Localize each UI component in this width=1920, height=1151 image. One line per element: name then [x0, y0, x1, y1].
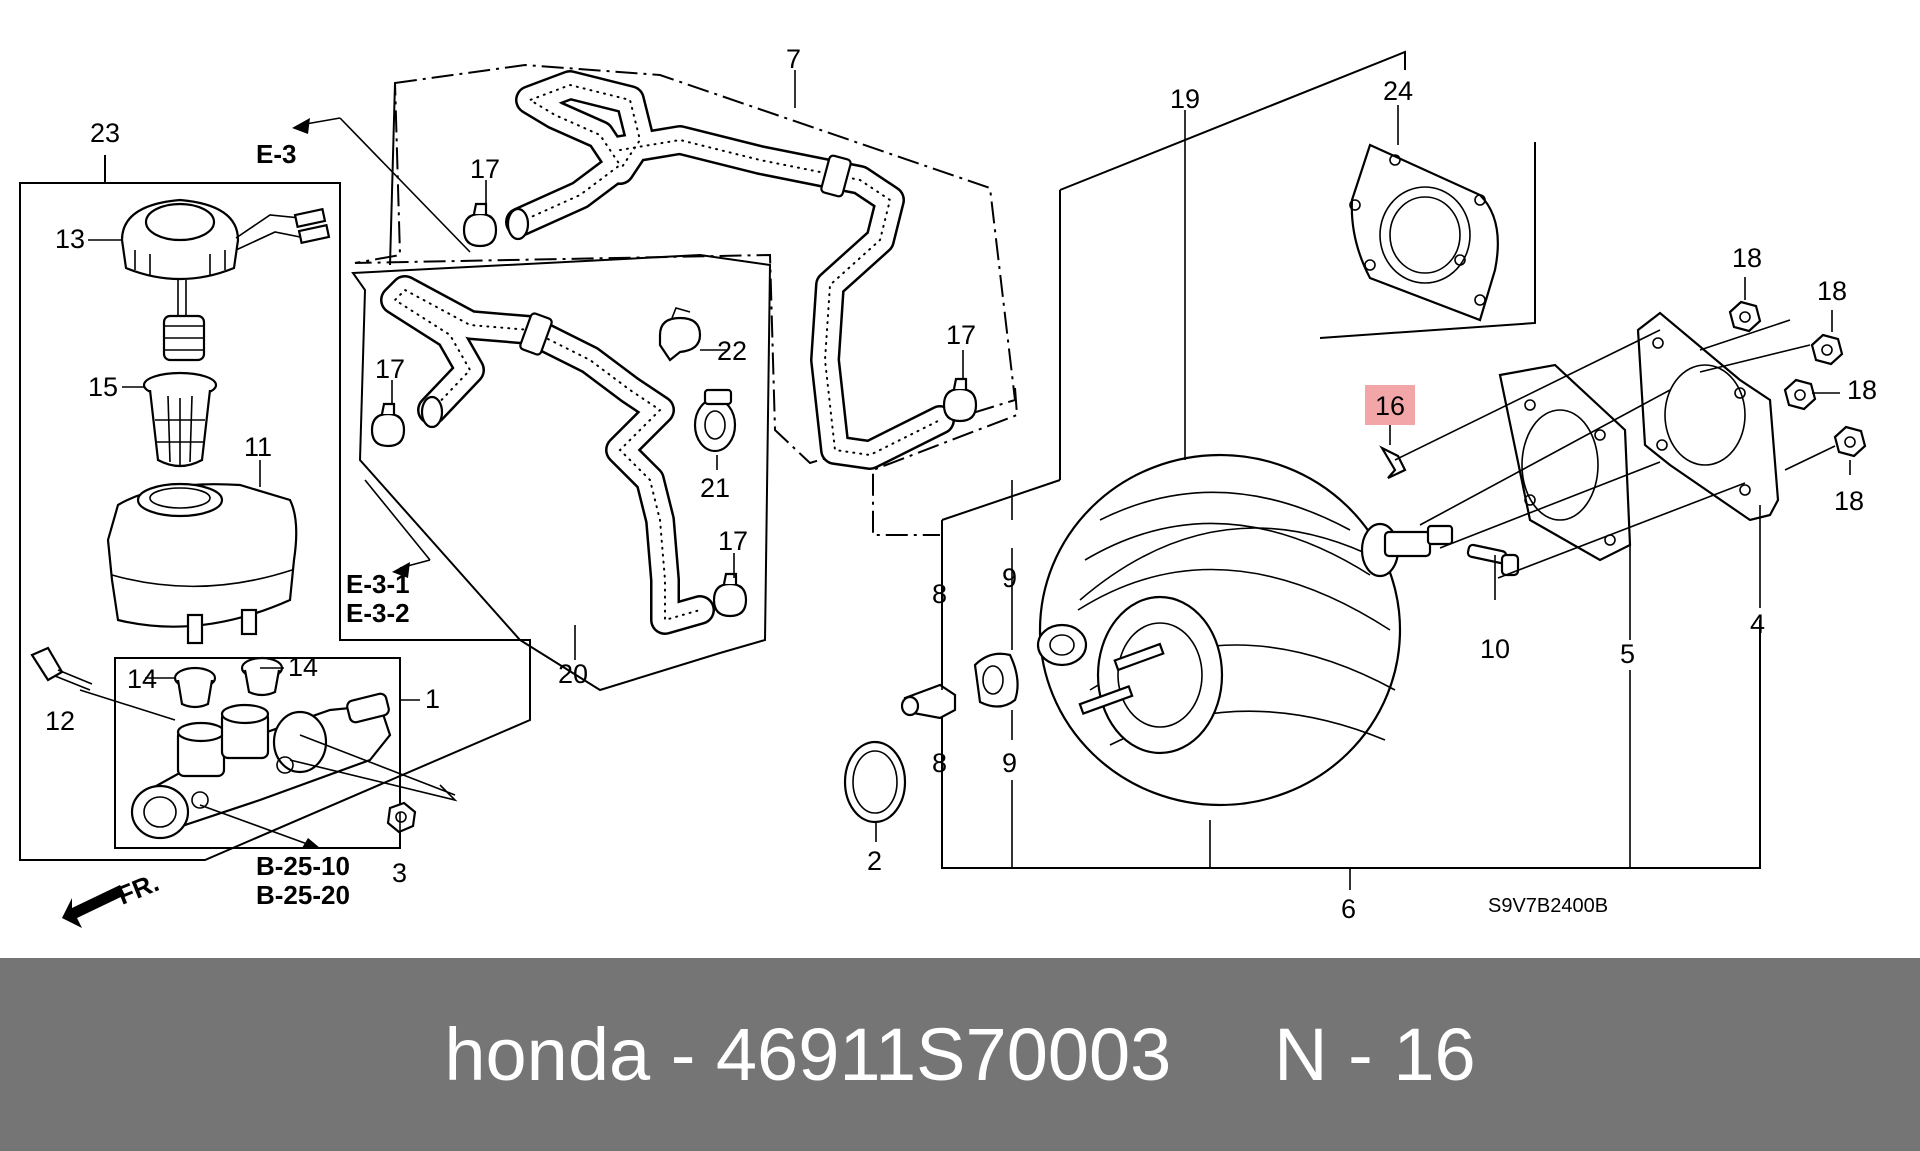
nut — [386, 801, 417, 834]
label-2: 2 — [867, 846, 882, 876]
label-17b: 17 — [946, 320, 976, 350]
label-12: 12 — [45, 706, 75, 736]
label-13: 13 — [55, 224, 85, 254]
label-14b: 14 — [288, 652, 318, 682]
label-3: 3 — [392, 858, 407, 888]
label-8a: 8 — [932, 579, 947, 609]
check-valve — [900, 683, 957, 720]
b25-arrow — [199, 804, 320, 848]
label-8b: 8 — [932, 748, 947, 778]
clamp-21 — [693, 388, 737, 453]
reservoir-tank — [106, 482, 298, 645]
leaders-right — [875, 105, 1851, 890]
label-19: 19 — [1170, 84, 1200, 114]
part-caption-bar: honda - 46911S70003 N - 16 — [0, 958, 1920, 1151]
label-16: 16 — [1375, 391, 1405, 421]
label-14a: 14 — [127, 664, 157, 694]
highlight-16 — [1365, 385, 1415, 425]
gasket-24-frame — [1319, 142, 1536, 339]
label-15: 15 — [88, 372, 118, 402]
master-cylinder — [130, 692, 392, 840]
clevis-pin — [1466, 543, 1520, 577]
label-4: 4 — [1750, 609, 1765, 639]
label-17d: 17 — [718, 526, 748, 556]
label-22: 22 — [717, 336, 747, 366]
reservoir-float — [162, 314, 206, 362]
ref-e3-1: E-3-1 — [346, 569, 410, 599]
hose-upper — [505, 70, 955, 470]
label-18d: 18 — [1834, 486, 1864, 516]
front-arrow-label: FR. — [113, 867, 163, 911]
reference-labels: E-3 E-3-1 E-3-2 B-25-10 B-25-20 S9V7B240… — [256, 139, 1608, 917]
leaders-center — [391, 70, 964, 660]
label-7: 7 — [786, 44, 801, 74]
label-9b: 9 — [1002, 748, 1017, 778]
hose-group-frame — [351, 63, 1017, 692]
bleeder-screw — [30, 646, 93, 691]
ref-e3: E-3 — [256, 139, 296, 169]
drawing-code: S9V7B2400B — [1488, 895, 1608, 917]
booster-plate — [1636, 311, 1780, 522]
booster-nuts — [1728, 300, 1867, 458]
ref-e3-2: E-3-2 — [346, 598, 410, 628]
reservoir-group-frame — [19, 155, 531, 861]
label-6: 6 — [1341, 894, 1356, 924]
label-21: 21 — [700, 473, 730, 503]
part-caption: honda - 46911S70003 N - 16 — [444, 1013, 1476, 1096]
label-17c: 17 — [375, 354, 405, 384]
leaders-left — [79, 239, 458, 845]
label-9a: 9 — [1002, 563, 1017, 593]
clevis-clip — [1379, 445, 1407, 479]
reservoir-strainer — [142, 371, 218, 468]
reservoir-cap — [120, 198, 331, 318]
valve-grommet — [973, 652, 1019, 708]
label-5: 5 — [1620, 639, 1635, 669]
label-1: 1 — [425, 684, 440, 714]
label-11: 11 — [244, 432, 272, 462]
e3-arrows — [292, 117, 471, 578]
label-23: 23 — [90, 118, 120, 148]
label-20: 20 — [558, 659, 588, 689]
booster-seal — [843, 740, 907, 824]
label-17a: 17 — [470, 154, 500, 184]
label-24: 24 — [1383, 76, 1413, 106]
gasket-5 — [1498, 363, 1632, 562]
brake-booster — [1036, 453, 1454, 807]
hose-clamps — [370, 202, 978, 618]
hose-lower — [380, 275, 715, 635]
master-cylinder-frame — [114, 657, 401, 849]
parts-diagram: FR. 23 13 15 11 14 14 1 12 3 7 17 17 17 … — [19, 44, 1877, 928]
part-labels: 23 13 15 11 14 14 1 12 3 7 17 17 17 17 2… — [45, 44, 1877, 924]
hose-bracket — [872, 387, 1019, 536]
label-10: 10 — [1480, 634, 1510, 664]
label-18a: 18 — [1732, 243, 1762, 273]
gasket-24 — [1349, 143, 1499, 322]
label-18b: 18 — [1817, 276, 1847, 306]
ref-b25-20: B-25-20 — [256, 880, 350, 910]
reservoir-grommets — [173, 656, 284, 709]
ref-b25-10: B-25-10 — [256, 851, 350, 881]
label-18c: 18 — [1847, 375, 1877, 405]
clip-22 — [658, 307, 702, 362]
front-arrow: FR. — [62, 867, 163, 928]
